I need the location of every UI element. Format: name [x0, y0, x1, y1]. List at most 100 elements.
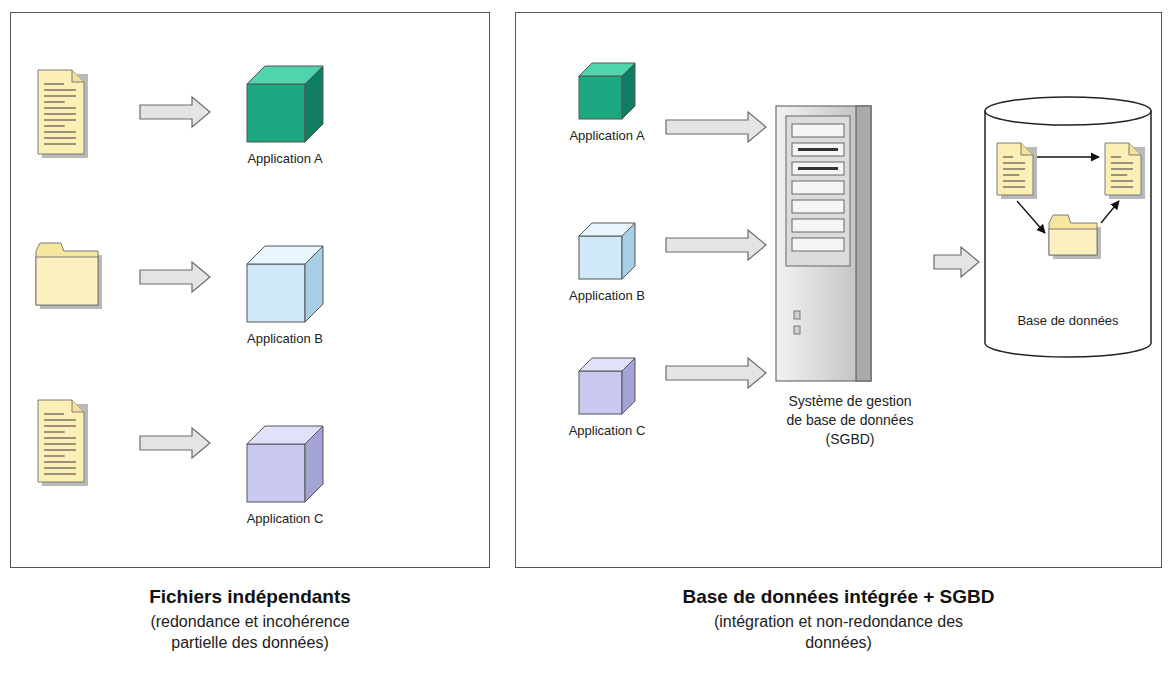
document-line: [1003, 156, 1013, 157]
node-label: Application C: [220, 511, 350, 526]
application-cube: [578, 222, 636, 280]
node-label: Application B: [220, 331, 350, 346]
document-icon: [997, 143, 1033, 195]
application-cube: [578, 357, 636, 415]
panel-title: Fichiers indépendants: [10, 586, 490, 608]
document-line: [44, 443, 76, 444]
document-fold: [1021, 143, 1033, 155]
document-line: [44, 419, 76, 420]
dbms-server: Système de gestion de base de données (S…: [770, 105, 930, 449]
drive-bay: [792, 143, 844, 156]
document-line: [44, 473, 76, 474]
block-arrow: [934, 247, 979, 277]
cube-side: [305, 66, 323, 142]
document-fold: [72, 70, 84, 82]
document-line: [44, 107, 76, 108]
panel-subtitle: (intégration et non-redondance des donné…: [714, 612, 964, 654]
folder-back: [36, 243, 98, 305]
document-line: [1111, 174, 1127, 175]
panel: Application A Application B Application C F…: [10, 12, 490, 696]
document-line: [44, 131, 76, 132]
document-line: [1003, 180, 1025, 181]
document-line: [44, 449, 76, 450]
cube-front: [247, 264, 305, 322]
document-line: [44, 119, 76, 120]
drive-bay: [792, 219, 844, 232]
application-node: Application B: [220, 245, 350, 346]
server-led: [794, 311, 800, 319]
document-line: [1003, 168, 1025, 169]
block-arrow: [666, 358, 766, 388]
drive-bay: [792, 162, 844, 175]
document-fold: [72, 400, 84, 412]
panel-caption: Base de données intégrée + SGBD (intégrat…: [515, 586, 1162, 654]
drive-slot: [798, 167, 838, 170]
node-label: Base de données: [983, 313, 1153, 328]
cube-front: [579, 371, 622, 414]
server-side: [856, 106, 871, 381]
document-line: [44, 83, 64, 84]
cube-front: [247, 84, 305, 142]
node-label: Application B: [552, 288, 662, 303]
server-panel: [786, 116, 850, 266]
cylinder-top: [985, 97, 1151, 125]
block-arrow: [140, 262, 210, 292]
cube-front: [579, 76, 622, 119]
inner-arrow: [1101, 201, 1119, 223]
cube-side: [622, 63, 635, 119]
panel-title: Base de données intégrée + SGBD: [515, 586, 1162, 608]
document-icon: [38, 70, 84, 154]
document-fold: [1129, 143, 1141, 155]
document-line: [44, 425, 76, 426]
document-line: [44, 101, 65, 102]
database: Base de données: [983, 95, 1153, 360]
document-line: [44, 125, 65, 126]
document-line: [44, 437, 76, 438]
document-icon: [1105, 143, 1141, 195]
document-line: [44, 137, 76, 138]
document-line: [1111, 162, 1133, 163]
cube-side: [305, 426, 323, 502]
folder-back: [1049, 215, 1097, 255]
document-line: [1111, 180, 1133, 181]
panel: Application A Application B Application C S…: [515, 12, 1162, 696]
block-arrow: [140, 428, 210, 458]
inner-arrow: [1037, 156, 1099, 157]
folder-front: [36, 257, 98, 305]
document-line: [44, 413, 64, 414]
application-node: Application B: [552, 222, 662, 303]
document-line: [1003, 174, 1019, 175]
node-label: Application A: [220, 151, 350, 166]
application-node: Application C: [552, 357, 662, 438]
node-label: Application C: [552, 423, 662, 438]
document-line: [44, 113, 76, 114]
block-arrow: [666, 112, 766, 142]
document-line: [44, 455, 65, 456]
cube-side: [305, 246, 323, 322]
block-arrow: [140, 97, 210, 127]
node-label: Application A: [552, 128, 662, 143]
document-line: [44, 461, 76, 462]
block-arrow: [666, 230, 766, 260]
application-node: Application A: [220, 65, 350, 166]
drive-bay: [792, 181, 844, 194]
document-line: [1111, 156, 1121, 157]
inner-arrow: [1017, 201, 1045, 233]
document-line: [1111, 168, 1133, 169]
file-icons: [10, 12, 230, 532]
document-line: [1111, 186, 1133, 187]
drive-bay: [792, 200, 844, 213]
panel-caption: Fichiers indépendants (redondance et inco…: [10, 586, 490, 654]
document-line: [44, 89, 76, 90]
cube-side: [622, 223, 635, 279]
panel-subtitle: (redondance et incohérence partielle des…: [130, 612, 370, 654]
application-cube: [246, 425, 324, 503]
application-node: Application A: [552, 62, 662, 143]
cube-front: [579, 236, 622, 279]
document-line: [44, 467, 76, 468]
drive-bay: [792, 124, 844, 137]
application-node: Application C: [220, 425, 350, 526]
document-line: [1003, 186, 1025, 187]
folder-front: [1049, 229, 1097, 255]
